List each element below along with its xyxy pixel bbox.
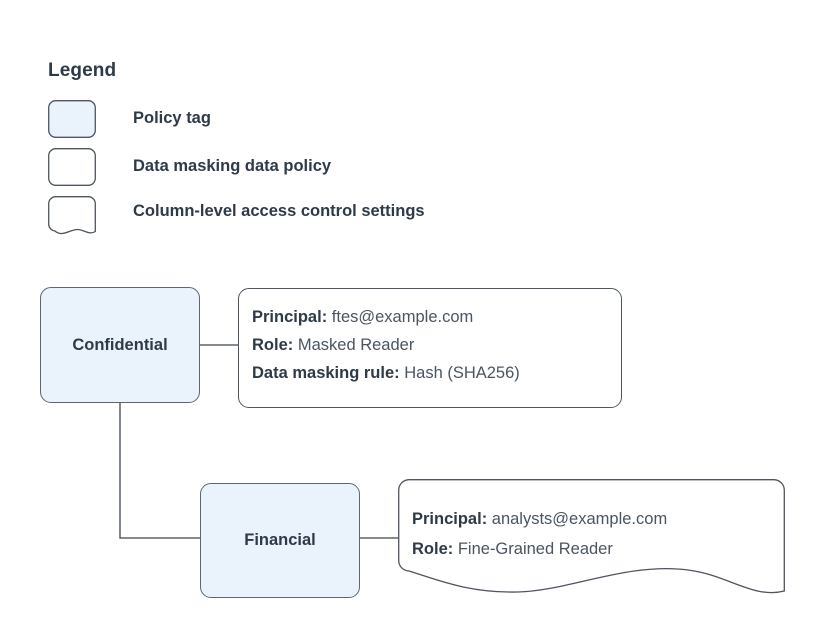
policy-row-value: ftes@example.com (331, 308, 474, 326)
settings-row-principal: Principal: analysts@example.com (412, 504, 667, 534)
settings-row-key: Principal: (412, 510, 488, 528)
policy-row-role: Role: Masked Reader (252, 331, 414, 359)
data-masking-policy-swatch-icon (48, 148, 96, 186)
column-level-access-settings-box[interactable]: Principal: analysts@example.com Role: Fi… (398, 479, 786, 599)
wavy-box-outline (398, 479, 785, 594)
policy-tag-swatch-icon (48, 100, 96, 138)
settings-row-value: analysts@example.com (491, 510, 668, 528)
policy-row-principal: Principal: ftes@example.com (252, 303, 473, 331)
node-label: Confidential (72, 335, 168, 354)
node-confidential[interactable]: Confidential (40, 287, 200, 403)
legend-item-label: Data masking data policy (133, 157, 332, 175)
legend-title: Legend (48, 60, 117, 81)
connector-confidential-to-financial (119, 403, 200, 539)
settings-row-key: Role: (412, 540, 454, 558)
policy-row-value: Masked Reader (297, 336, 415, 354)
settings-row-role: Role: Fine-Grained Reader (412, 534, 613, 564)
policy-row-masking-rule: Data masking rule: Hash (SHA256) (252, 359, 520, 387)
policy-row-key: Role: (252, 336, 294, 354)
data-masking-policy-box[interactable]: Principal: ftes@example.com Role: Masked… (238, 288, 622, 408)
legend-item-label: Column-level access control settings (133, 202, 425, 220)
policy-row-key: Data masking rule: (252, 364, 400, 382)
policy-row-value: Hash (SHA256) (404, 364, 520, 382)
column-level-access-swatch-icon (48, 196, 96, 238)
policy-row-key: Principal: (252, 308, 328, 326)
settings-row-value: Fine-Grained Reader (457, 540, 613, 558)
legend-item-label: Policy tag (133, 109, 211, 127)
node-financial[interactable]: Financial (200, 483, 360, 598)
node-label: Financial (244, 531, 316, 549)
